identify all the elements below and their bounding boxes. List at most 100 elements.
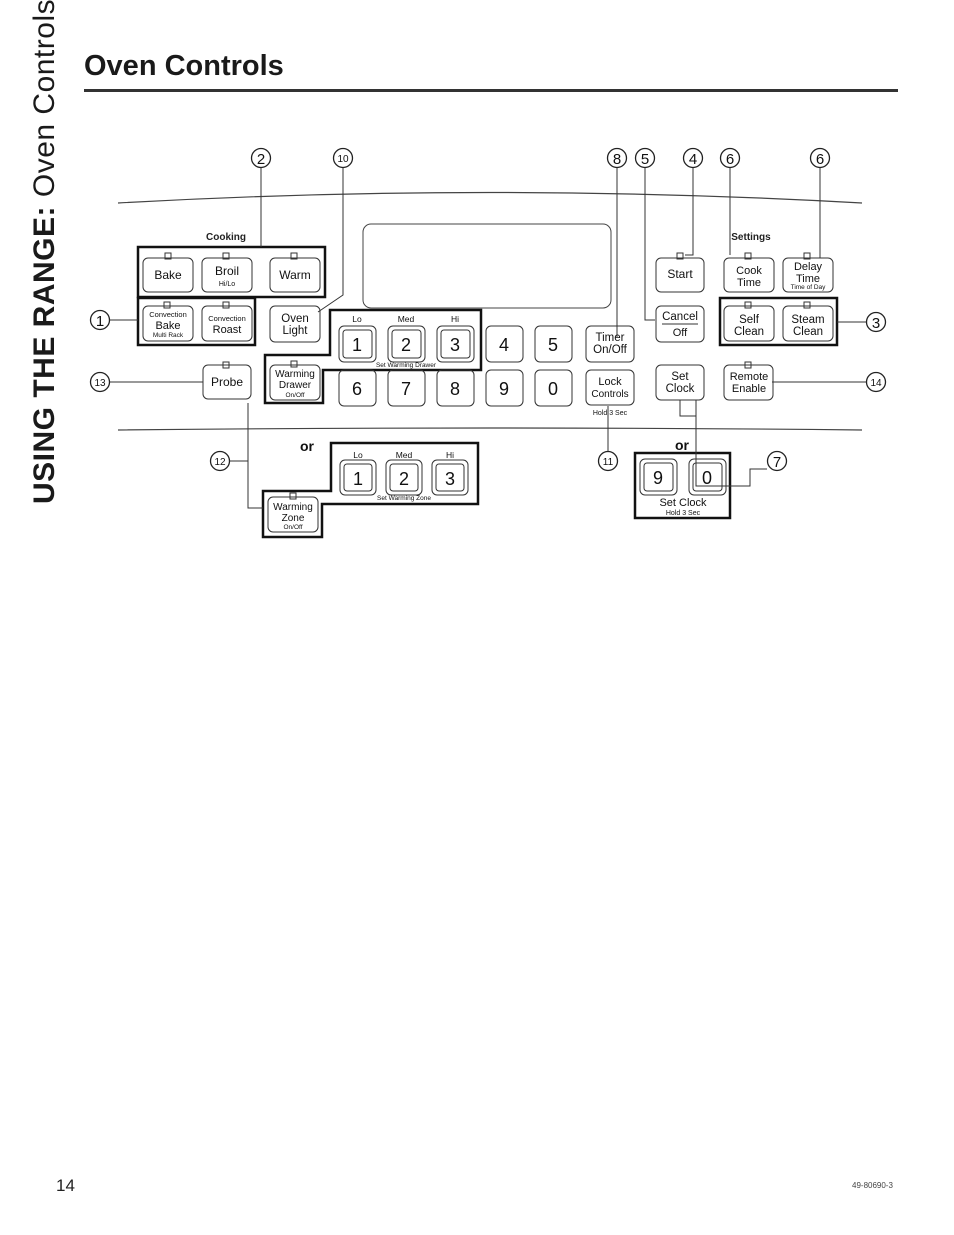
svg-text:0: 0 <box>548 379 558 399</box>
svg-text:3: 3 <box>445 469 455 489</box>
svg-text:Zone: Zone <box>282 513 305 524</box>
svg-text:Roast: Roast <box>213 324 242 336</box>
callout-12: 12 <box>209 450 231 472</box>
probe-button[interactable]: Probe <box>202 364 252 400</box>
svg-text:8: 8 <box>613 151 621 168</box>
digit-5-button[interactable]: 5 <box>534 325 573 363</box>
svg-text:Bake: Bake <box>154 268 182 282</box>
svg-text:13: 13 <box>94 378 106 389</box>
callout-1: 1 <box>89 309 111 331</box>
svg-text:2: 2 <box>257 151 265 168</box>
digit-7-button[interactable]: 7 <box>387 369 426 407</box>
clock-digit-0-button[interactable]: 0 <box>688 458 727 496</box>
svg-text:6: 6 <box>726 151 734 168</box>
convection-roast-button[interactable]: Convection Roast <box>201 305 253 342</box>
svg-text:Timer: Timer <box>596 332 625 344</box>
cook-time-button[interactable]: Cook Time <box>723 257 775 293</box>
svg-text:Remote: Remote <box>730 371 769 383</box>
svg-text:Enable: Enable <box>732 383 766 395</box>
convection-bake-button[interactable]: Convection Bake Multi Rack <box>142 305 194 342</box>
svg-text:Hi/Lo: Hi/Lo <box>219 281 235 288</box>
svg-text:6: 6 <box>352 379 362 399</box>
start-button[interactable]: Start <box>655 257 705 293</box>
svg-text:7: 7 <box>401 379 411 399</box>
self-clean-button[interactable]: Self Clean <box>723 305 775 342</box>
set-clock-button[interactable]: Set Clock <box>655 364 705 401</box>
warm-button[interactable]: Warm <box>269 257 321 293</box>
timer-button[interactable]: Timer On/Off <box>585 325 635 363</box>
zone-digit-1-button[interactable]: 1 <box>339 459 377 496</box>
warming-zone-button[interactable]: Warming Zone On/Off <box>267 496 319 533</box>
remote-enable-button[interactable]: Remote Enable <box>723 364 774 401</box>
svg-text:Multi Rack: Multi Rack <box>153 332 184 339</box>
callout-markers: 2 10 8 5 4 6 6 1 3 13 1 4 12 11 7 <box>89 147 887 472</box>
svg-text:3: 3 <box>872 315 880 332</box>
steam-clean-button[interactable]: Steam Clean <box>782 305 834 342</box>
warming-drawer-button[interactable]: Warming Drawer On/Off <box>269 364 321 401</box>
svg-text:0: 0 <box>702 468 712 488</box>
svg-text:4: 4 <box>689 151 697 168</box>
broil-button[interactable]: Broil Hi/Lo <box>201 257 253 293</box>
callout-3: 3 <box>865 311 887 333</box>
callout-7: 7 <box>766 450 788 472</box>
svg-text:On/Off: On/Off <box>593 344 627 356</box>
panel-bottom-edge <box>117 427 863 431</box>
digit-0-button[interactable]: 0 <box>534 369 573 407</box>
cancel-off-button[interactable]: Cancel Off <box>655 305 705 343</box>
svg-text:Light: Light <box>283 325 309 337</box>
callout-8: 8 <box>606 147 628 169</box>
svg-text:Broil: Broil <box>215 264 239 278</box>
bake-button[interactable]: Bake <box>142 257 194 293</box>
digit-3-button[interactable]: 3 <box>436 325 475 363</box>
svg-text:Convection: Convection <box>208 314 246 323</box>
svg-text:1: 1 <box>352 335 362 355</box>
svg-text:Controls: Controls <box>591 389 628 400</box>
svg-text:Drawer: Drawer <box>279 380 312 391</box>
svg-text:2: 2 <box>399 469 409 489</box>
warming-drawer-group <box>263 308 483 405</box>
svg-text:On/Off: On/Off <box>285 392 304 399</box>
digit-8-button[interactable]: 8 <box>436 369 475 407</box>
svg-text:3: 3 <box>450 335 460 355</box>
svg-text:7: 7 <box>773 454 781 471</box>
oven-light-button[interactable]: Oven Light <box>269 305 321 343</box>
digit-6-button[interactable]: 6 <box>338 369 377 407</box>
zone-hi-label: Hi <box>446 450 454 460</box>
warming-zone-group <box>261 441 480 539</box>
document-code: 49-80690-3 <box>852 1181 893 1190</box>
display-window <box>362 223 612 309</box>
clock-digit-9-button[interactable]: 9 <box>639 458 678 496</box>
svg-text:Bake: Bake <box>155 320 180 332</box>
svg-text:1: 1 <box>353 469 363 489</box>
delay-time-button[interactable]: Delay Time Time of Day <box>782 257 834 293</box>
svg-text:Lock: Lock <box>598 376 622 388</box>
zone-digit-2-button[interactable]: 2 <box>385 459 423 496</box>
convection-group <box>136 296 257 347</box>
settings-label: Settings <box>731 232 771 243</box>
set-warming-zone-label: Set Warming Zone <box>377 495 431 502</box>
callout-13: 13 <box>89 371 111 393</box>
hi-label: Hi <box>451 314 459 324</box>
callout-11: 11 <box>597 450 619 472</box>
svg-text:11: 11 <box>603 457 614 468</box>
lock-controls-button[interactable]: Lock Controls <box>585 369 635 406</box>
zone-digit-3-button[interactable]: 3 <box>431 459 469 496</box>
set-clock-hold-label: Hold 3 Sec <box>666 510 701 517</box>
svg-text:Clean: Clean <box>793 326 823 338</box>
cooking-label: Cooking <box>206 232 246 243</box>
title-rule <box>84 89 898 92</box>
svg-text:Oven: Oven <box>281 313 309 325</box>
digit-2-button[interactable]: 2 <box>387 325 426 363</box>
digit-9-button[interactable]: 9 <box>485 369 524 407</box>
digit-1-button[interactable]: 1 <box>338 325 377 363</box>
svg-text:Convection: Convection <box>149 310 187 319</box>
svg-text:Clock: Clock <box>666 383 695 395</box>
svg-text:10: 10 <box>337 154 349 165</box>
digit-4-button[interactable]: 4 <box>485 325 524 363</box>
or-label-right: or <box>675 437 690 453</box>
set-clock-group-label: Set Clock <box>659 497 707 509</box>
svg-text:9: 9 <box>499 379 509 399</box>
page-number: 14 <box>56 1176 75 1195</box>
callout-5: 5 <box>634 147 656 169</box>
svg-text:5: 5 <box>548 335 558 355</box>
